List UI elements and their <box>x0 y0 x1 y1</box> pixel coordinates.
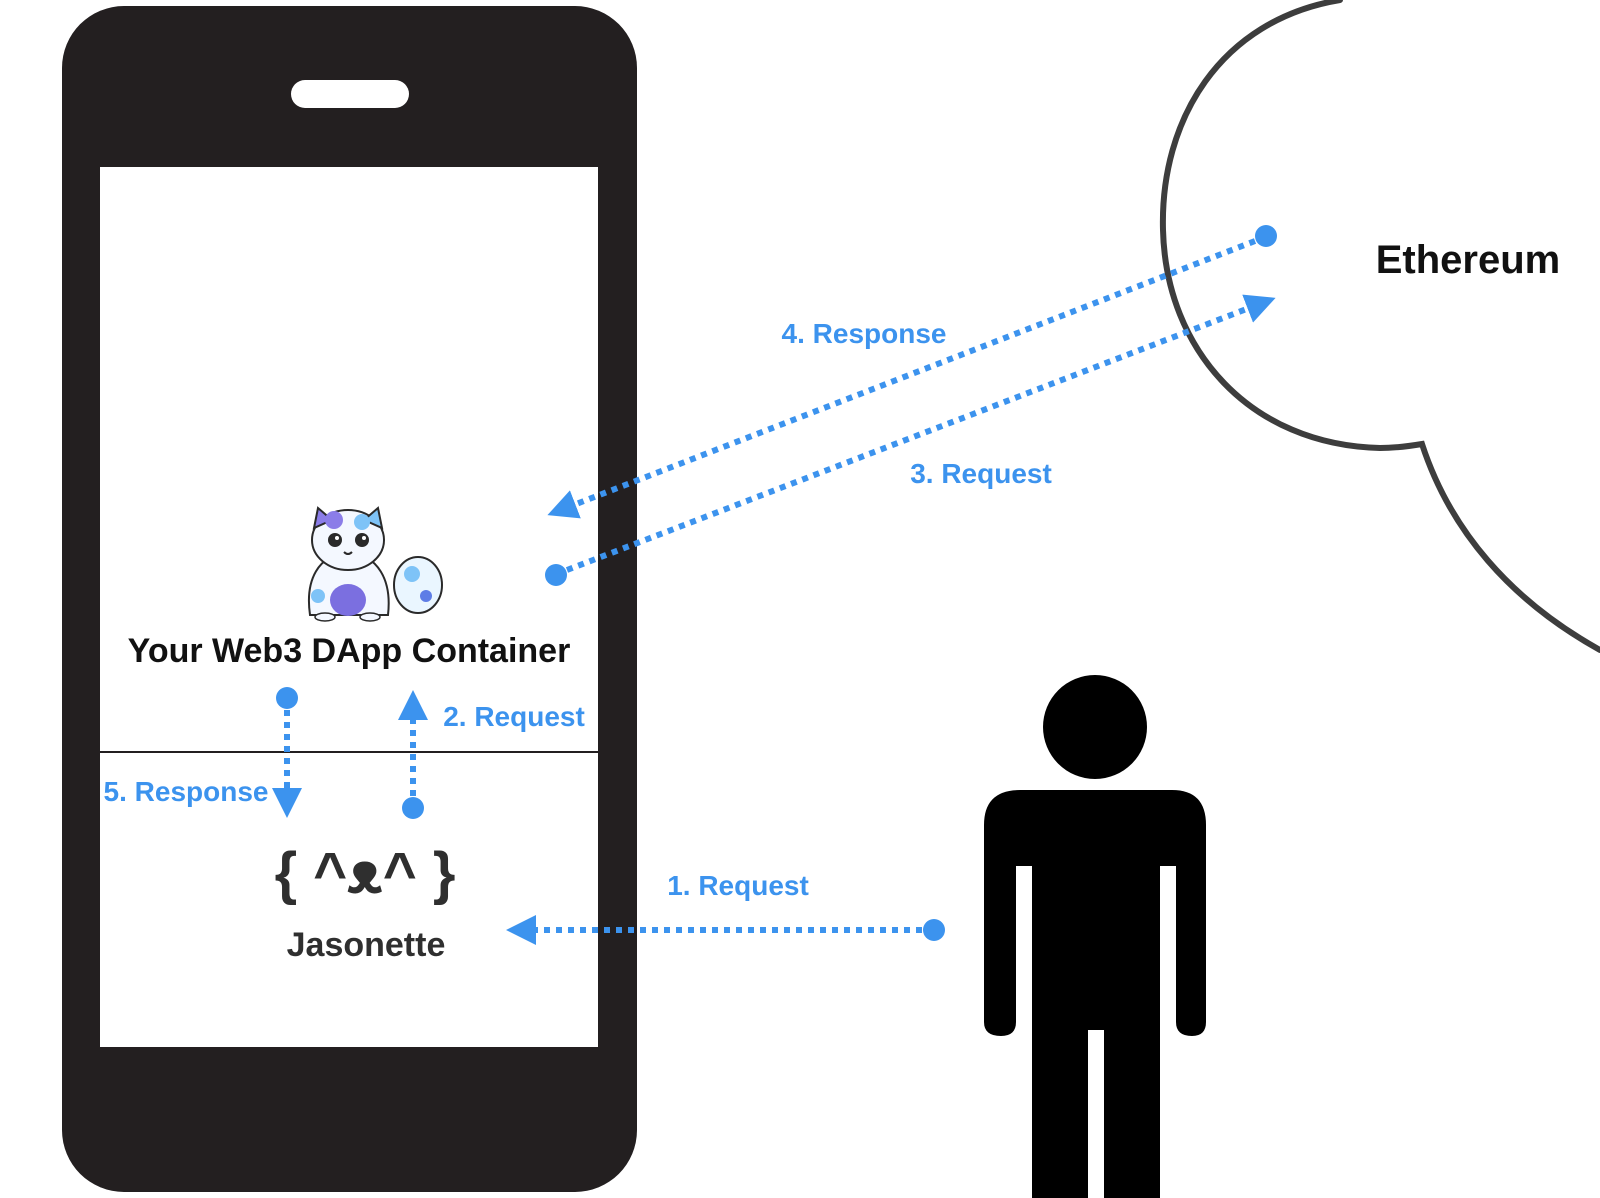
step1-label: 1. Request <box>667 870 809 901</box>
step5-label: 5. Response <box>104 776 269 807</box>
jasonette-label: Jasonette <box>287 926 446 964</box>
step5-arrow <box>272 687 302 818</box>
step2-arrow <box>398 690 428 819</box>
ethereum-label: Ethereum <box>1376 238 1561 282</box>
step1-arrow <box>506 915 945 945</box>
dapp-container-label: Your Web3 DApp Container <box>128 632 571 670</box>
step4-arrow <box>547 225 1277 519</box>
step3-arrow <box>545 294 1276 586</box>
step4-label: 4. Response <box>782 318 947 349</box>
cryptokitty-icon <box>308 506 443 622</box>
step2-label: 2. Request <box>443 701 585 732</box>
person-icon <box>984 675 1206 1198</box>
jasonette-logo-icon: { ^ᴥ^ } <box>275 841 456 906</box>
step3-label: 3. Request <box>910 458 1052 489</box>
ethereum-cloud-icon <box>1159 0 1600 653</box>
